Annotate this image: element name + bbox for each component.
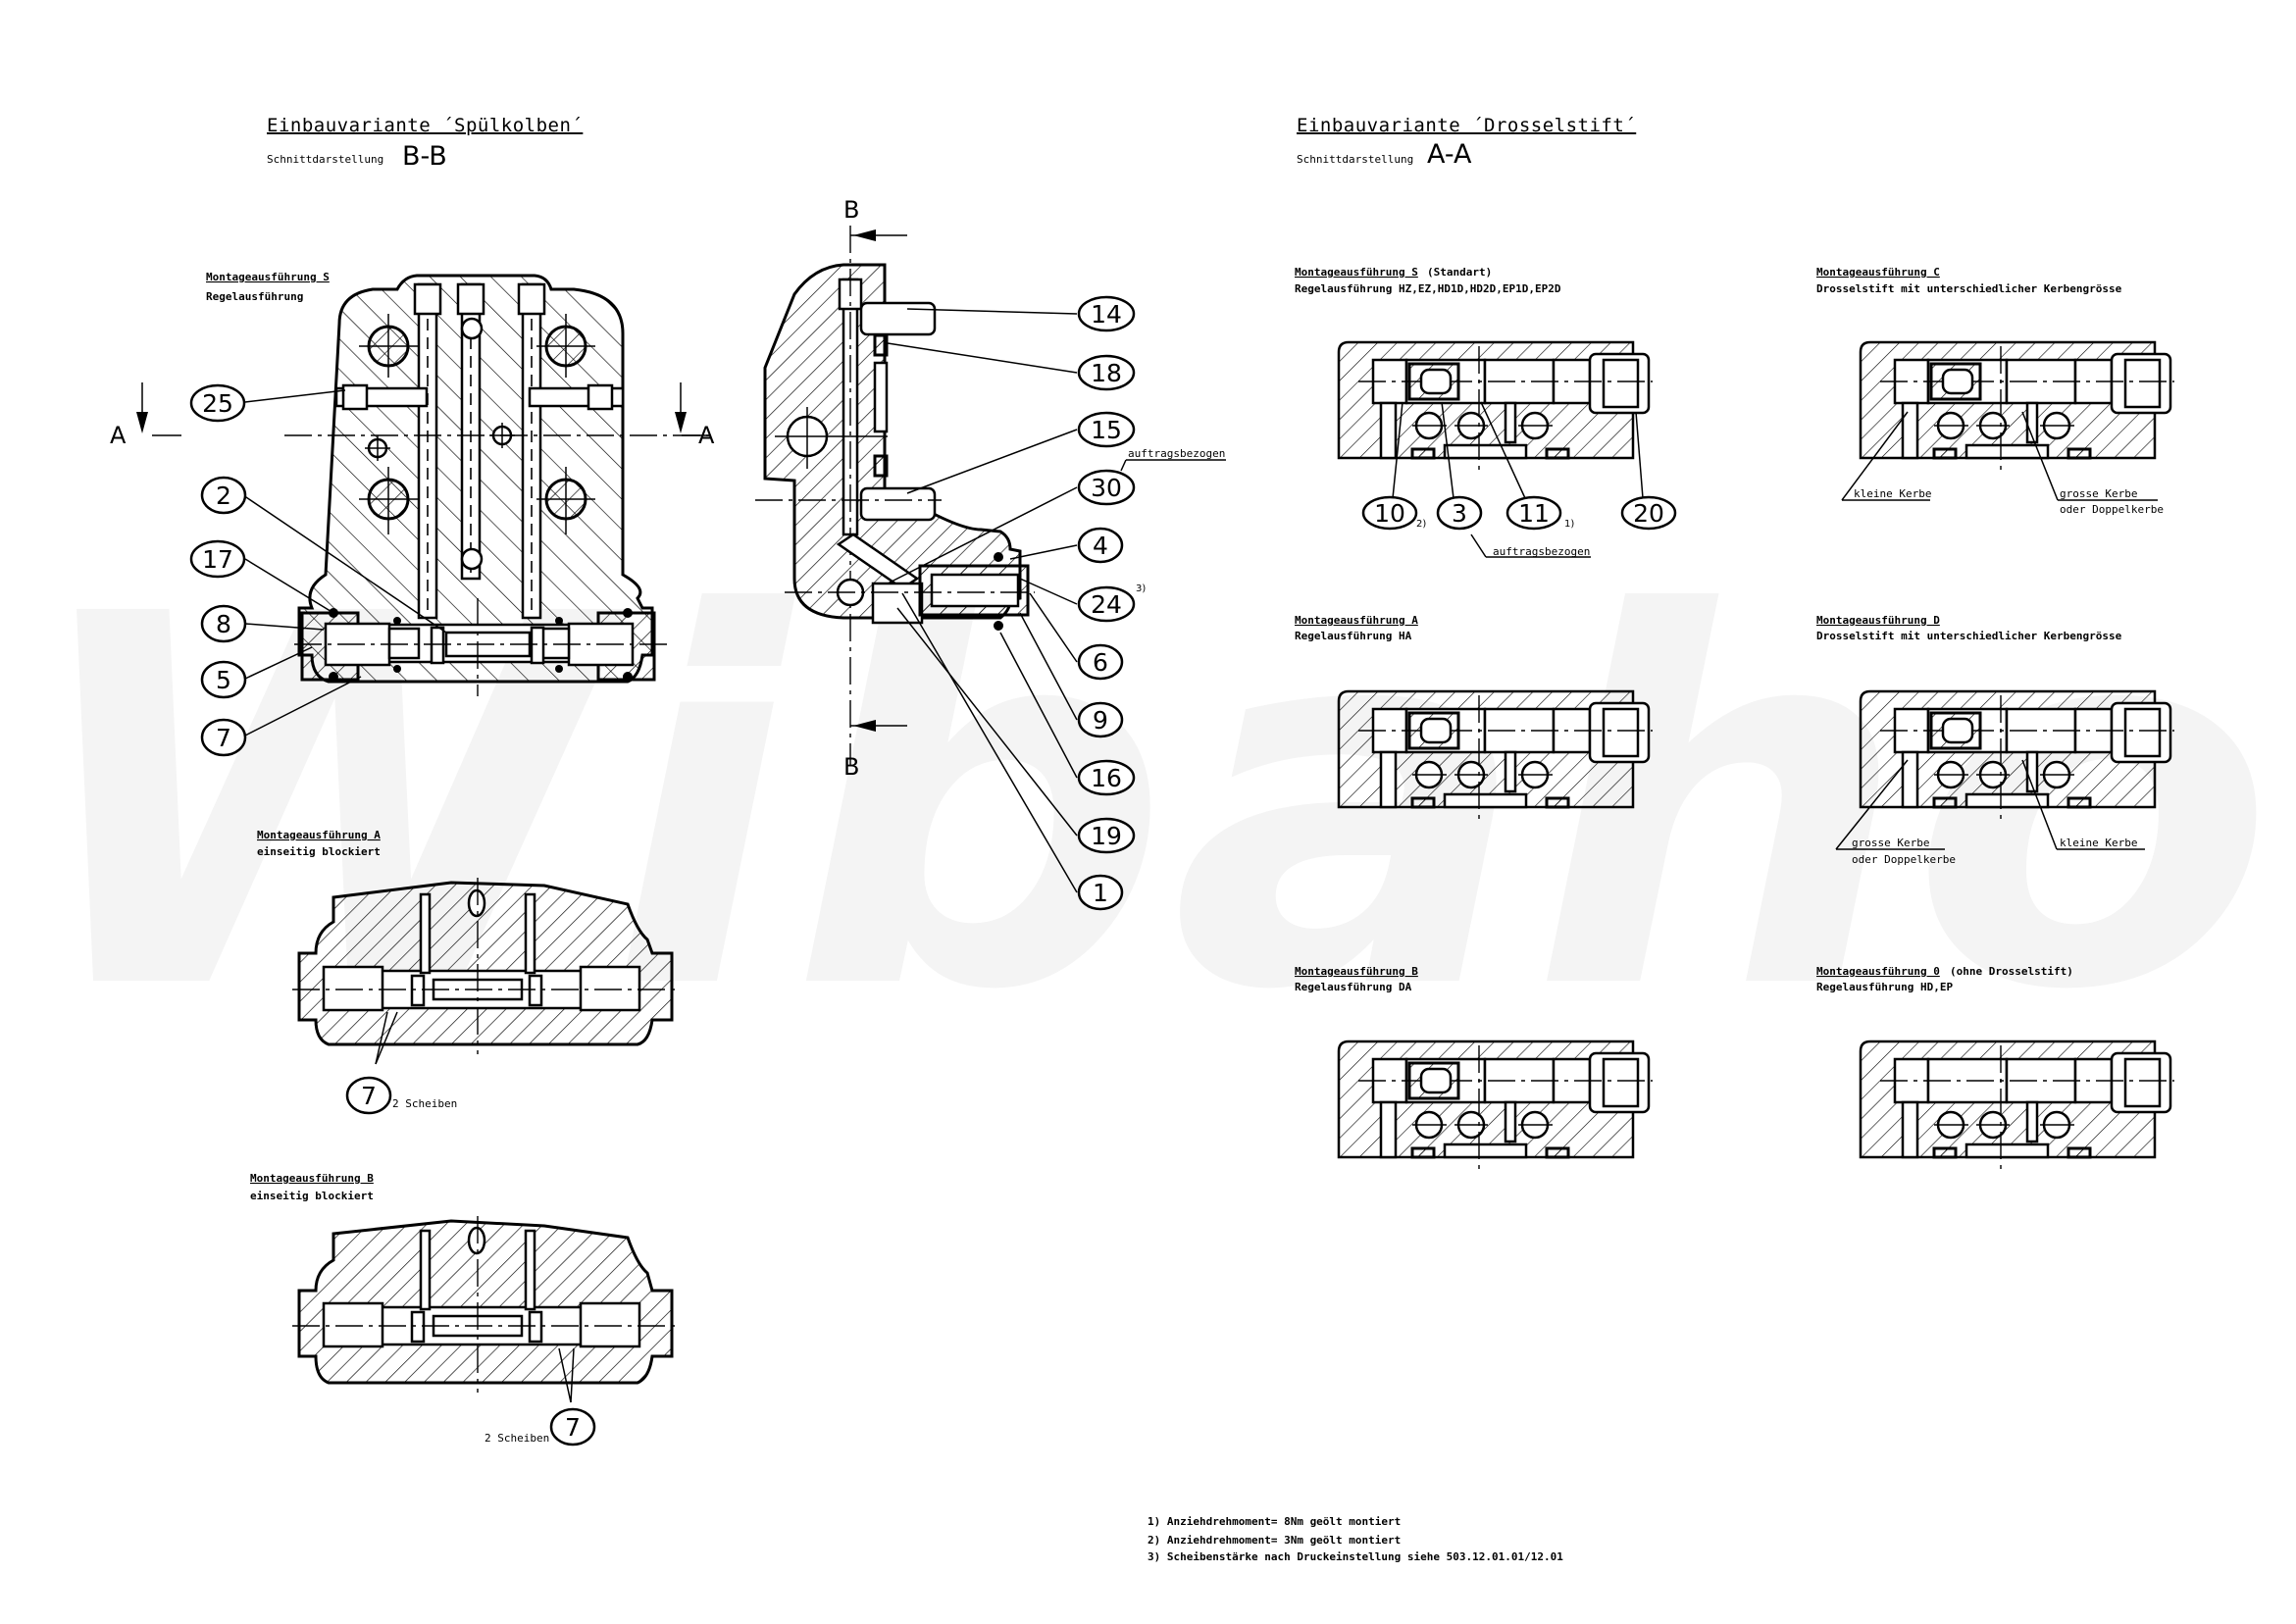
left-section-label: B-B (402, 141, 447, 172)
detail-d-note-small: kleine Kerbe (2060, 837, 2137, 849)
callout-25: 25 (202, 389, 233, 418)
detail-a-title: Montageausführung A (1295, 614, 1418, 627)
variant-a-view (292, 878, 677, 1054)
variant-b-subtitle: einseitig blockiert (250, 1190, 374, 1202)
variant-b-note: 2 Scheiben (485, 1432, 549, 1445)
left-section-subtitle: Schnittdarstellung (267, 153, 383, 166)
detail-d-subtitle: Drosselstift mit unterschiedlicher Kerbe… (1816, 630, 2122, 642)
cut-line-label-b-top: B (843, 196, 859, 224)
callout-6: 6 (1093, 648, 1108, 677)
detail-0: Montageausführung 0 (ohne Drosselstift) … (1816, 965, 2176, 1173)
variant-a-subtitle: einseitig blockiert (257, 845, 381, 858)
variant-b-title: Montageausführung B (250, 1172, 374, 1185)
detail-s-callout-10-ref: 2) (1416, 519, 1426, 530)
callout-18: 18 (1091, 359, 1122, 387)
right-section-label: A-A (1427, 139, 1472, 170)
variant-a-title: Montageausführung A (257, 829, 381, 841)
main-view-callouts: 25 2 17 8 5 7 (189, 383, 447, 757)
detail-s-callout-11-ref: 1) (1564, 519, 1574, 530)
footnotes: 1) Anziehdrehmoment= 8Nm geölt montiert … (1148, 1515, 1563, 1563)
detail-b-subtitle: Regelausführung DA (1295, 981, 1412, 993)
detail-c-subtitle: Drosselstift mit unterschiedlicher Kerbe… (1816, 282, 2122, 295)
detail-c-title: Montageausführung C (1816, 266, 1940, 279)
callout-8: 8 (216, 610, 231, 638)
footnote-2: 2) Anziehdrehmoment= 3Nm geölt montiert (1148, 1534, 1401, 1547)
callout-7: 7 (216, 724, 231, 752)
callout-19: 19 (1091, 822, 1122, 850)
detail-b: Montageausführung B Regelausführung DA (1295, 965, 1655, 1173)
detail-s-title: Montageausführung S (1295, 266, 1418, 279)
detail-c-note-double: oder Doppelkerbe (2060, 503, 2164, 516)
detail-d: Montageausführung D Drosselstift mit unt… (1816, 614, 2176, 866)
detail-d-note-large: grosse Kerbe (1852, 837, 1929, 849)
detail-0-title: Montageausführung 0 (1816, 965, 1940, 978)
detail-s: Montageausführung S (Standart) Regelausf… (1295, 266, 1677, 558)
callout-17: 17 (202, 545, 233, 574)
variant-a-callout-7: 7 (361, 1082, 377, 1110)
detail-c: Montageausführung C Drosselstift mit unt… (1816, 266, 2176, 516)
cut-line-label-a-left: A (110, 422, 127, 449)
detail-d-note-double: oder Doppelkerbe (1852, 853, 1956, 866)
detail-s-callout-11: 11 (1518, 499, 1550, 528)
callout-30-note: auftragsbezogen (1128, 447, 1225, 460)
variant-b-callout-7: 7 (565, 1413, 581, 1442)
detail-s-title-suffix: (Standart) (1427, 266, 1492, 279)
callout-30: 30 (1091, 474, 1122, 502)
callout-14: 14 (1091, 300, 1122, 329)
callout-1: 1 (1093, 879, 1108, 907)
detail-0-title-suffix: (ohne Drosselstift) (1950, 965, 2073, 978)
callout-9: 9 (1093, 706, 1108, 735)
detail-s-note: auftragsbezogen (1493, 545, 1590, 558)
variant-a-note: 2 Scheiben (392, 1097, 457, 1110)
detail-a: Montageausführung A Regelausführung HA (1295, 614, 1655, 823)
left-section-title: Einbauvariante ´Spülkolben´ (267, 115, 583, 136)
main-section-view (136, 274, 711, 696)
variant-b-view (292, 1216, 677, 1393)
side-view (755, 226, 1035, 765)
right-section-subtitle: Schnittdarstellung (1297, 153, 1413, 166)
detail-s-callout-3: 3 (1452, 499, 1467, 528)
callout-4: 4 (1093, 532, 1108, 560)
detail-b-title: Montageausführung B (1295, 965, 1418, 978)
callout-2: 2 (216, 482, 231, 510)
footnote-3: 3) Scheibenstärke nach Druckeinstellung … (1148, 1550, 1563, 1563)
main-view-subtitle: Regelausführung (206, 290, 303, 303)
detail-c-note-small: kleine Kerbe (1854, 487, 1931, 500)
callout-24: 24 (1091, 590, 1122, 619)
detail-s-callout-10: 10 (1374, 499, 1405, 528)
cut-line-label-b-bottom: B (843, 753, 859, 781)
variant-b-callout: 7 2 Scheiben (485, 1347, 596, 1446)
callout-24-footnote-ref: 3) (1136, 584, 1146, 594)
detail-0-subtitle: Regelausführung HD,EP (1816, 981, 1953, 993)
callout-5: 5 (216, 666, 231, 694)
callout-16: 16 (1091, 764, 1122, 792)
main-view-title: Montageausführung S (206, 271, 330, 283)
detail-c-note-large: grosse Kerbe (2060, 487, 2137, 500)
footnote-1: 1) Anziehdrehmoment= 8Nm geölt montiert (1148, 1515, 1401, 1528)
cut-line-label-a-right: A (698, 422, 715, 449)
detail-a-subtitle: Regelausführung HA (1295, 630, 1412, 642)
side-view-callouts: 14 18 15 30 auftragsbezogen 4 24 3) 6 9 … (887, 295, 1226, 911)
detail-s-callout-20: 20 (1633, 499, 1664, 528)
detail-s-subtitle: Regelausführung HZ,EZ,HD1D,HD2D,EP1D,EP2… (1295, 282, 1561, 295)
variant-a-callout: 7 2 Scheiben (345, 1011, 457, 1115)
right-section-title: Einbauvariante ´Drosselstift´ (1297, 115, 1636, 136)
callout-15: 15 (1091, 416, 1122, 444)
detail-d-title: Montageausführung D (1816, 614, 1940, 627)
